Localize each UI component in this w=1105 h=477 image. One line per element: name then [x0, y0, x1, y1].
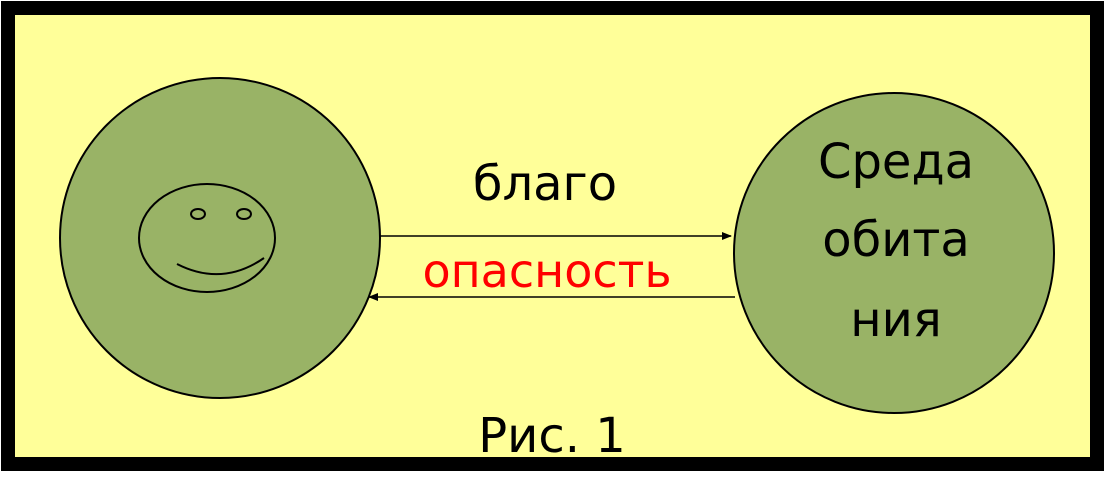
danger-label: опасность	[422, 244, 671, 298]
environment-label-line2: обита	[822, 212, 970, 268]
figure-caption: Рис. 1	[478, 408, 626, 464]
environment-label-line1: Среда	[818, 134, 974, 190]
environment-label-line3: ния	[850, 292, 941, 348]
right-eye	[236, 208, 252, 220]
person-circle	[59, 77, 381, 399]
smile-mouth	[176, 257, 265, 276]
environment-circle	[733, 92, 1055, 414]
smiley-face-icon	[138, 183, 276, 293]
person-node	[59, 77, 381, 399]
face-outline	[138, 183, 276, 293]
benefit-label: благо	[473, 156, 617, 212]
left-eye	[190, 208, 206, 220]
environment-node: Среда обита ния	[733, 92, 1055, 414]
